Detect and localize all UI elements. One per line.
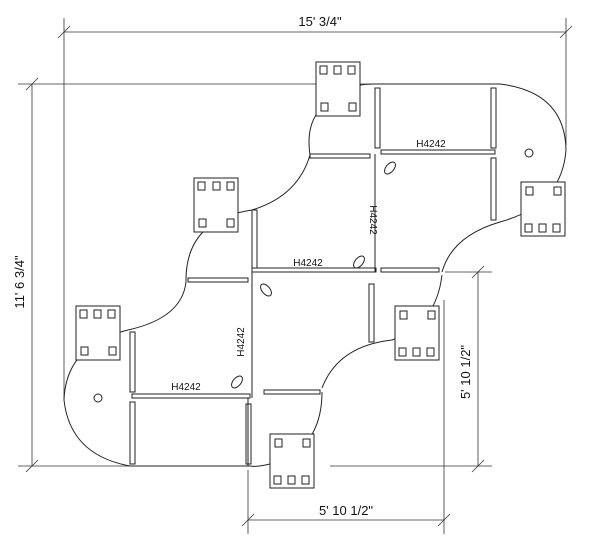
panel-horizontal-top (380, 149, 496, 155)
grommet-middle-left (260, 283, 272, 297)
panel-low-left-upper (129, 331, 136, 393)
panel-mid-right (368, 283, 375, 343)
panel-horizontal-low-right (263, 389, 321, 395)
module-depth-dimension: 5' 10 1/2" (330, 265, 492, 473)
chair-middle (394, 305, 440, 361)
module-depth-label: 5' 10 1/2" (458, 345, 473, 399)
chair-bottom (269, 433, 315, 489)
module-width-dimension: 5' 10 1/2" (241, 300, 451, 534)
horizontal-panels (131, 149, 496, 399)
panel-mid-left (251, 209, 258, 271)
panel-horizontal-mid (251, 267, 377, 273)
panel-top-left (374, 87, 381, 149)
panel-label-top-vertical: H4242 (367, 205, 378, 235)
module-width-label: 5' 10 1/2" (319, 503, 373, 518)
chair-left (75, 305, 121, 361)
overall-depth-label: 11' 6 3/4" (12, 255, 27, 309)
panel-horizontal-top-left (309, 153, 371, 159)
overall-width-label: 15' 3/4" (298, 14, 342, 29)
chair-upper-left (193, 177, 239, 233)
panel-label-middle: H4242 (293, 258, 323, 269)
panel-horizontal-low (131, 393, 251, 399)
panel-right-upper (490, 157, 497, 221)
panel-top-right (490, 87, 497, 149)
worksurface-lines (247, 154, 376, 466)
grommet-middle-right (353, 255, 365, 269)
overall-depth-dimension: 11' 6 3/4" (12, 77, 500, 473)
chair-right (520, 181, 566, 237)
corner-circle-left (93, 393, 103, 403)
panel-horizontal-mid-left (187, 277, 249, 283)
panel-label-bottom: H4242 (171, 382, 201, 393)
corner-circle-right (524, 148, 534, 158)
overall-width-dimension: 15' 3/4" (57, 14, 573, 400)
grommet-bottom (231, 375, 243, 389)
panel-label-top: H4242 (416, 139, 446, 150)
grommet-top (384, 161, 396, 175)
panel-horizontal-mid-right (380, 267, 440, 273)
panel-low-left-lower (129, 401, 136, 465)
chair-top (315, 61, 361, 117)
panel-label-middle-vertical: H4242 (236, 327, 247, 357)
vertical-panels (129, 87, 497, 465)
